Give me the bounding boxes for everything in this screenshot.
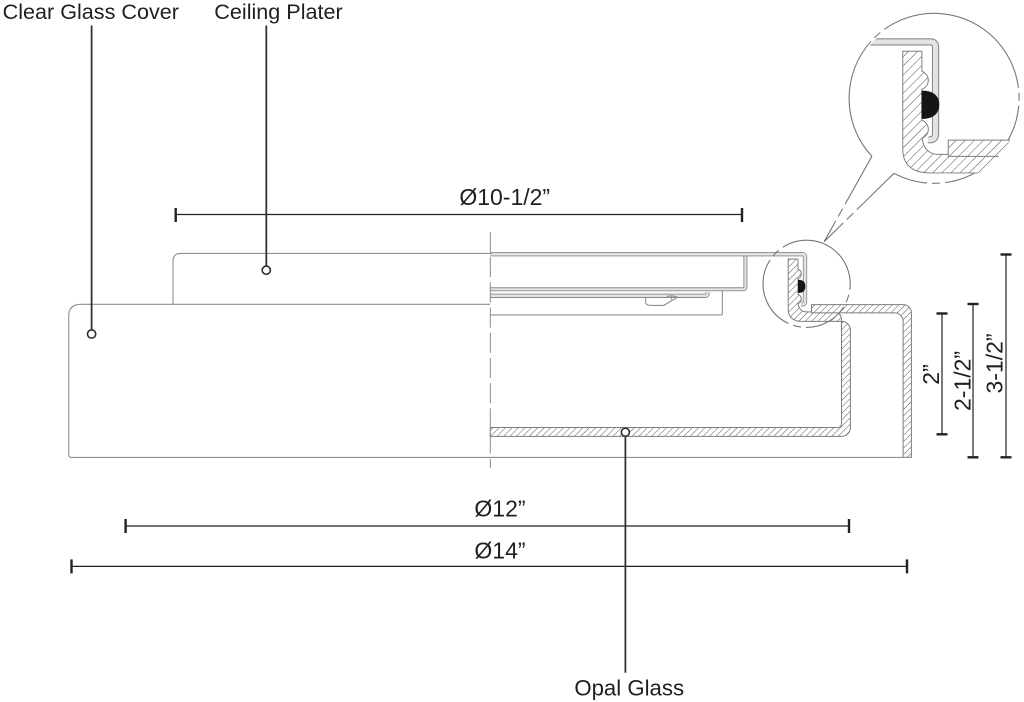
svg-text:Clear Glass Cover: Clear Glass Cover (3, 0, 179, 24)
svg-text:2”: 2” (918, 364, 944, 384)
svg-text:Ø12”: Ø12” (474, 496, 525, 522)
svg-text:Ceiling Plater: Ceiling Plater (214, 0, 342, 24)
svg-text:Ø14”: Ø14” (474, 538, 525, 564)
svg-text:3-1/2”: 3-1/2” (982, 333, 1008, 393)
svg-text:2-1/2”: 2-1/2” (950, 351, 976, 411)
svg-text:Ø10-1/2”: Ø10-1/2” (459, 184, 550, 210)
svg-text:Opal Glass: Opal Glass (574, 676, 684, 701)
